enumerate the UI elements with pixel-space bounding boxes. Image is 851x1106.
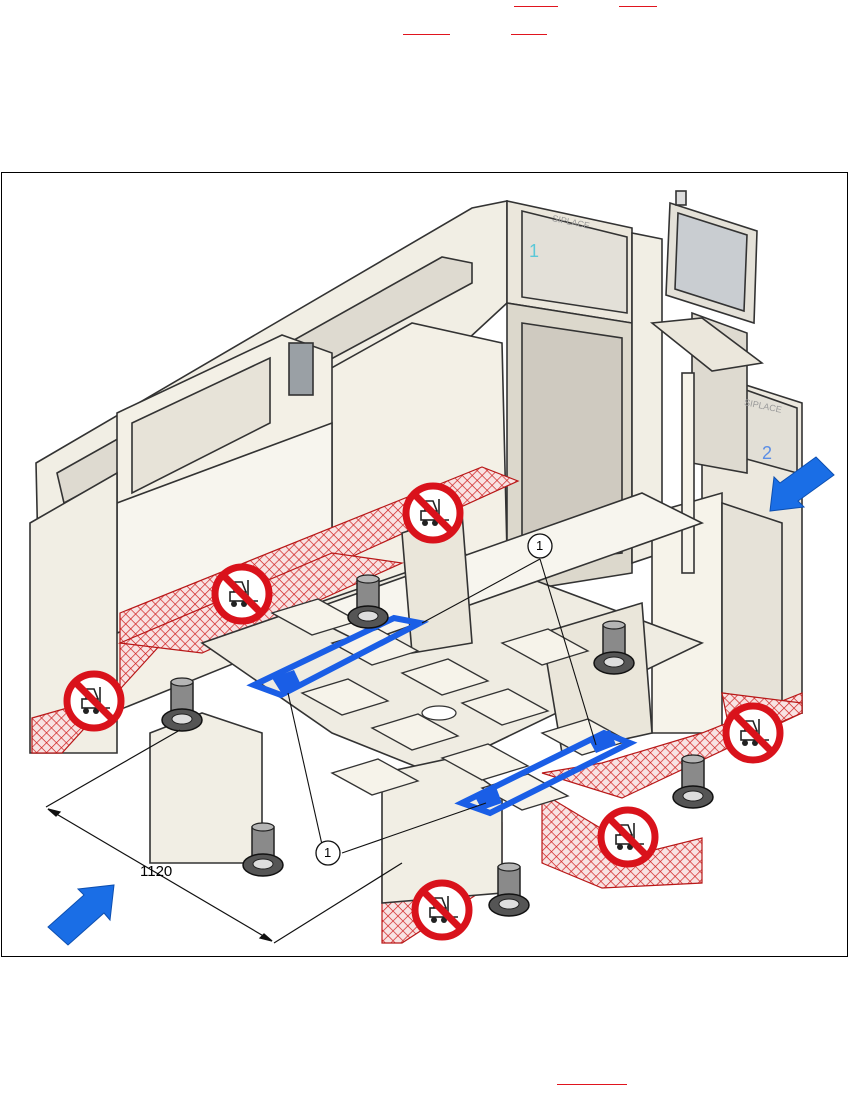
- reference-mark: [403, 34, 450, 35]
- reference-mark: [514, 6, 558, 7]
- no-forklift-sign: [67, 674, 121, 728]
- machine-number-1: 1: [529, 241, 539, 262]
- machine-illustration: [2, 173, 849, 958]
- no-forklift-sign: [415, 883, 469, 937]
- machine-placement-figure: SIPLACE 1 SIPLACE 2 1120 1 1: [1, 172, 848, 957]
- no-forklift-sign: [726, 706, 780, 760]
- machine-number-2: 2: [762, 443, 772, 464]
- access-direction-arrow: [48, 885, 114, 945]
- reference-mark: [619, 6, 657, 7]
- callout-number: 1: [536, 538, 543, 553]
- no-forklift-sign: [406, 486, 460, 540]
- reference-mark: [557, 1084, 627, 1085]
- dimension-label: 1120: [140, 863, 172, 880]
- callout-number: 1: [324, 845, 331, 860]
- no-forklift-sign: [601, 810, 655, 864]
- reference-mark: [511, 34, 547, 35]
- no-forklift-sign: [215, 567, 269, 621]
